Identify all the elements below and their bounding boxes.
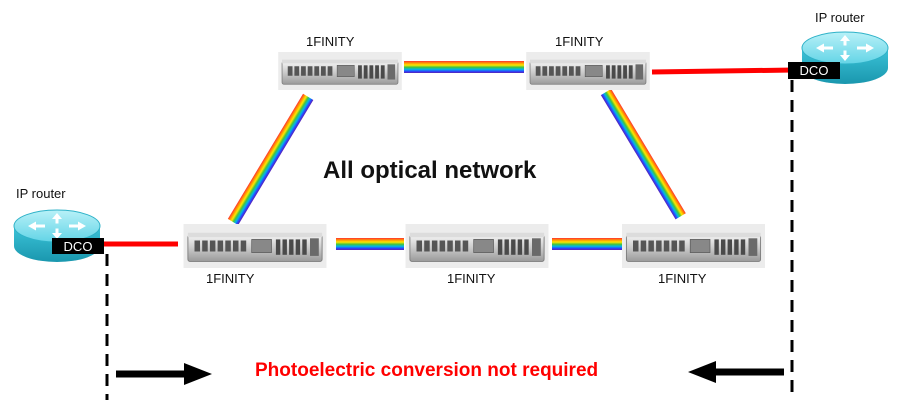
device-label-bottom-left: 1FINITY <box>206 271 255 286</box>
optical-transport-device-icon <box>277 52 403 90</box>
optical-transport-device-icon <box>182 224 328 268</box>
arrow-right-icon <box>116 363 212 385</box>
optical-transport-device-icon <box>621 224 766 268</box>
device-label-top-left: 1FINITY <box>306 34 355 49</box>
dco-badge-right: DCO <box>788 62 840 79</box>
device-label-top-right: 1FINITY <box>555 34 604 49</box>
router-label-right: IP router <box>815 10 865 25</box>
optical-transport-device-icon <box>525 52 651 90</box>
optical-transport-device-icon <box>404 224 550 268</box>
conversion-note: Photoelectric conversion not required <box>255 360 599 381</box>
arrow-left-icon <box>688 361 784 383</box>
dco-label: DCO <box>64 239 93 254</box>
dco-label: DCO <box>800 63 829 78</box>
device-label-bottom-right: 1FINITY <box>658 271 707 286</box>
fibre-bottom-left <box>336 238 404 250</box>
network-title: All optical network <box>323 157 537 184</box>
fibre-left-diagonal <box>227 93 314 226</box>
router-label-left: IP router <box>16 186 66 201</box>
fibre-top <box>404 61 524 73</box>
red-link-right <box>651 67 795 75</box>
dco-badge-left: DCO <box>52 238 104 254</box>
fibre-right-diagonal <box>600 88 686 220</box>
device-label-bottom-middle: 1FINITY <box>447 271 496 286</box>
router-icon <box>13 209 101 263</box>
fibre-bottom-right <box>552 238 622 250</box>
